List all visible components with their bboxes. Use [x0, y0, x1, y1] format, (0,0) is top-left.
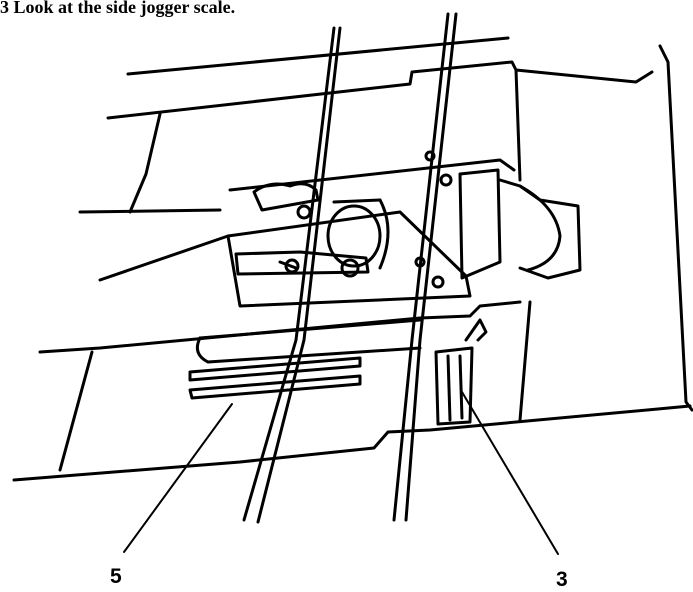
callout-5: 5 — [110, 565, 122, 588]
top-frame — [106, 36, 693, 412]
guide-rods — [242, 12, 458, 524]
callout-3: 3 — [556, 568, 568, 591]
housing-body — [12, 112, 692, 482]
leader-line-5 — [123, 403, 233, 553]
leader-lines — [123, 391, 559, 555]
side-jogger-scale — [434, 318, 488, 426]
leader-line-3 — [461, 391, 559, 555]
step-instruction: 3 Look at the side jogger scale. — [0, 0, 236, 17]
jogger-guide — [226, 158, 582, 308]
slot-panel — [188, 318, 422, 400]
